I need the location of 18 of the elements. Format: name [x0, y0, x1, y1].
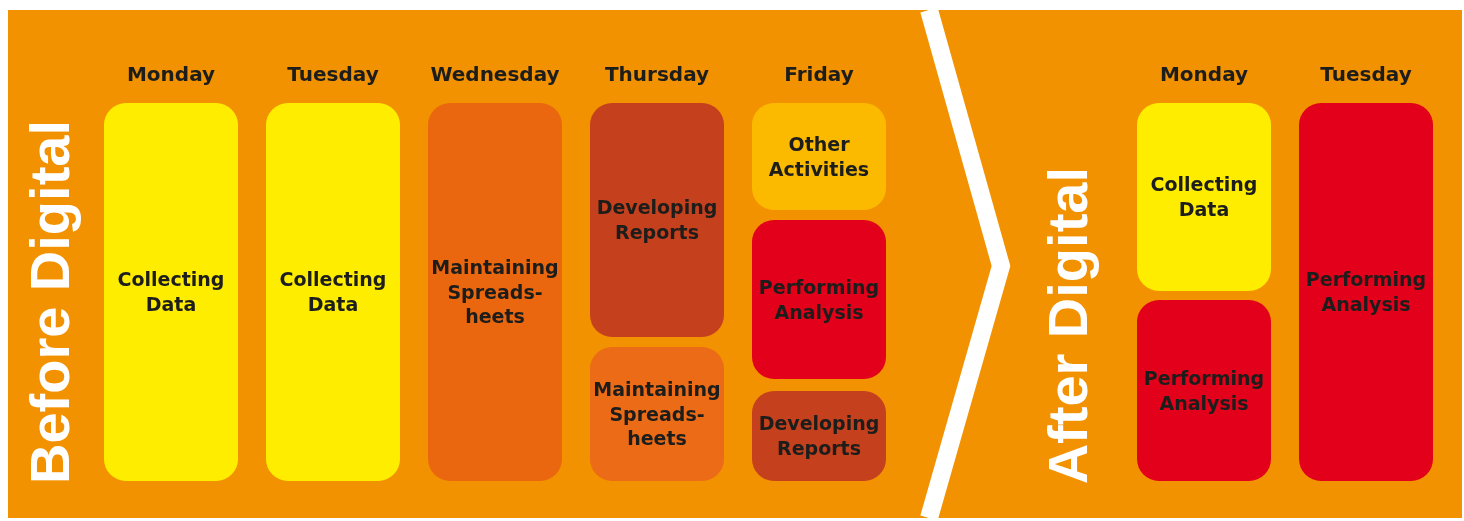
day-heading: Tuesday — [1319, 62, 1413, 86]
activity-block: Performing Analysis — [1299, 103, 1433, 481]
day-heading: Monday — [125, 62, 217, 86]
activity-block: Developing Reports — [590, 103, 724, 337]
activity-block: Maintaining Spreads- heets — [428, 103, 562, 481]
activity-block: Maintaining Spreads- heets — [590, 347, 724, 481]
activity-block: Collecting Data — [104, 103, 238, 481]
day-heading: Friday — [783, 62, 855, 86]
activity-block: Developing Reports — [752, 391, 886, 481]
activity-block: Other Activities — [752, 103, 886, 210]
activity-block: Performing Analysis — [752, 220, 886, 379]
day-heading: Thursday — [603, 62, 711, 86]
activity-block: Collecting Data — [1137, 103, 1271, 291]
day-heading: Monday — [1158, 62, 1250, 86]
day-heading: Wednesday — [429, 62, 561, 86]
activity-block: Performing Analysis — [1137, 300, 1271, 481]
day-heading: Tuesday — [286, 62, 380, 86]
activity-block: Collecting Data — [266, 103, 400, 481]
